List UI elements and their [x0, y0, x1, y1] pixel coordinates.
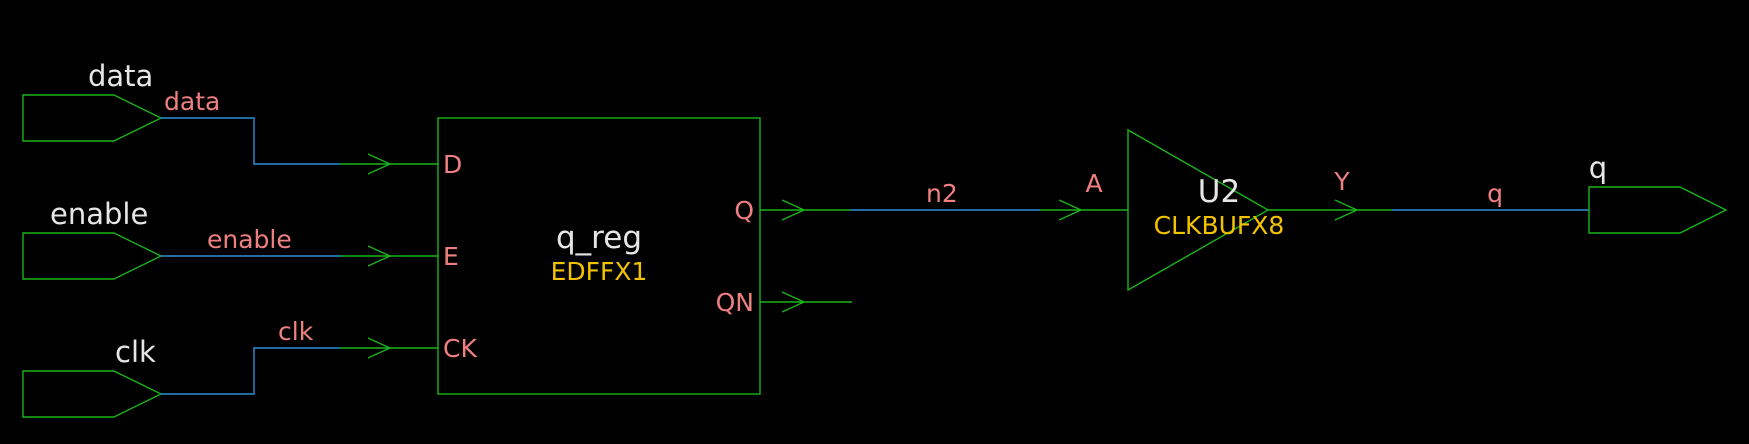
net-data[interactable]: data: [161, 87, 438, 175]
flop-pin-e: E: [443, 242, 459, 271]
buffer-u2-type: CLKBUFX8: [1154, 211, 1285, 240]
net-n2[interactable]: n2: [760, 179, 1128, 221]
input-port-clk-shape[interactable]: [22, 370, 163, 418]
flop-pin-ck: CK: [443, 334, 477, 363]
net-q[interactable]: q: [1268, 179, 1589, 221]
flop-q-reg-body[interactable]: [437, 117, 761, 395]
net-clk[interactable]: clk: [161, 317, 438, 395]
flop-qn-stub-arrow: [781, 291, 806, 313]
output-port-q-name: q: [1589, 151, 1607, 185]
input-port-data[interactable]: data: [22, 59, 163, 142]
net-enable-arrow: [367, 245, 392, 267]
flop-q-reg-name: q_reg: [556, 220, 642, 256]
buffer-pin-a: A: [1085, 169, 1102, 198]
buffer-u2-name: U2: [1198, 174, 1240, 210]
buffer-u2-body[interactable]: [1127, 128, 1270, 292]
net-data-label: data: [164, 87, 220, 116]
flop-q-reg-type: EDFFX1: [551, 257, 648, 286]
input-port-clk[interactable]: clk: [22, 335, 163, 418]
flop-pin-q: Q: [734, 196, 754, 225]
input-port-enable[interactable]: enable: [22, 197, 163, 280]
buffer-u2[interactable]: U2 CLKBUFX8 A Y: [1085, 128, 1350, 292]
net-n2-arrow-out: [781, 199, 806, 221]
net-n2-arrow-in: [1058, 199, 1083, 221]
net-clk-wire[interactable]: [161, 347, 340, 395]
output-port-q[interactable]: q: [1588, 151, 1728, 234]
input-port-data-name: data: [88, 59, 153, 93]
output-port-q-shape[interactable]: [1588, 186, 1728, 234]
flop-pin-d: D: [443, 150, 462, 179]
input-port-enable-shape[interactable]: [22, 232, 163, 280]
net-q-arrow: [1334, 199, 1359, 221]
net-clk-arrow: [367, 337, 392, 359]
input-port-data-shape[interactable]: [22, 94, 163, 142]
net-enable[interactable]: enable: [161, 225, 438, 267]
net-clk-label: clk: [278, 317, 314, 346]
input-port-clk-name: clk: [115, 335, 156, 369]
flop-qn-stub: [760, 291, 852, 313]
flop-pin-qn: QN: [716, 288, 754, 317]
net-q-label: q: [1487, 179, 1503, 208]
net-n2-label: n2: [926, 179, 958, 208]
buffer-pin-y: Y: [1333, 167, 1350, 196]
input-port-enable-name: enable: [50, 197, 148, 231]
net-data-wire[interactable]: [161, 117, 340, 165]
flop-q-reg[interactable]: q_reg EDFFX1 D E CK Q QN: [437, 117, 761, 395]
net-data-arrow: [367, 153, 392, 175]
net-enable-label: enable: [207, 225, 292, 254]
